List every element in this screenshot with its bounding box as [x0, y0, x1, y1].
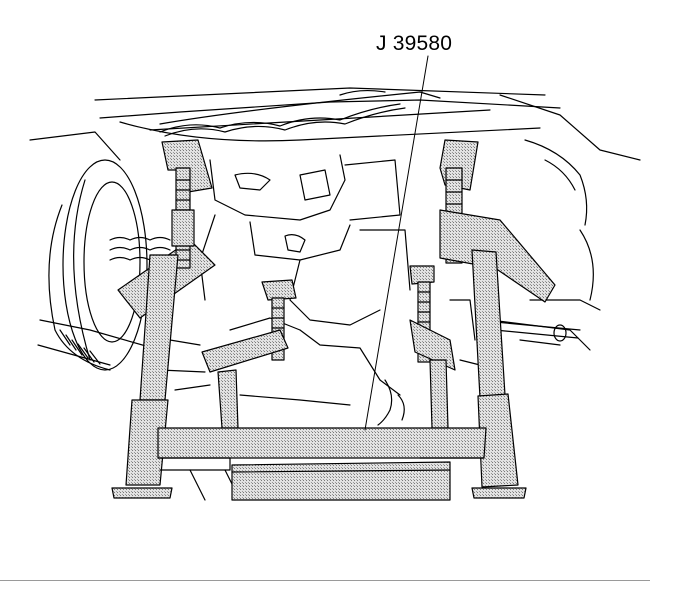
divider-line	[0, 580, 650, 581]
left-support-arm	[117, 139, 216, 319]
right-support-leg	[471, 249, 527, 499]
right-support-arm	[439, 139, 556, 303]
right-center-clamp	[409, 265, 456, 429]
left-center-clamp	[201, 279, 297, 429]
left-support-leg	[111, 254, 179, 499]
fixture-crossbar	[157, 427, 487, 501]
vehicle-underbody-outline	[29, 87, 641, 426]
tool-number-label: J 39580	[376, 32, 453, 55]
callout-leader-line	[364, 55, 429, 431]
